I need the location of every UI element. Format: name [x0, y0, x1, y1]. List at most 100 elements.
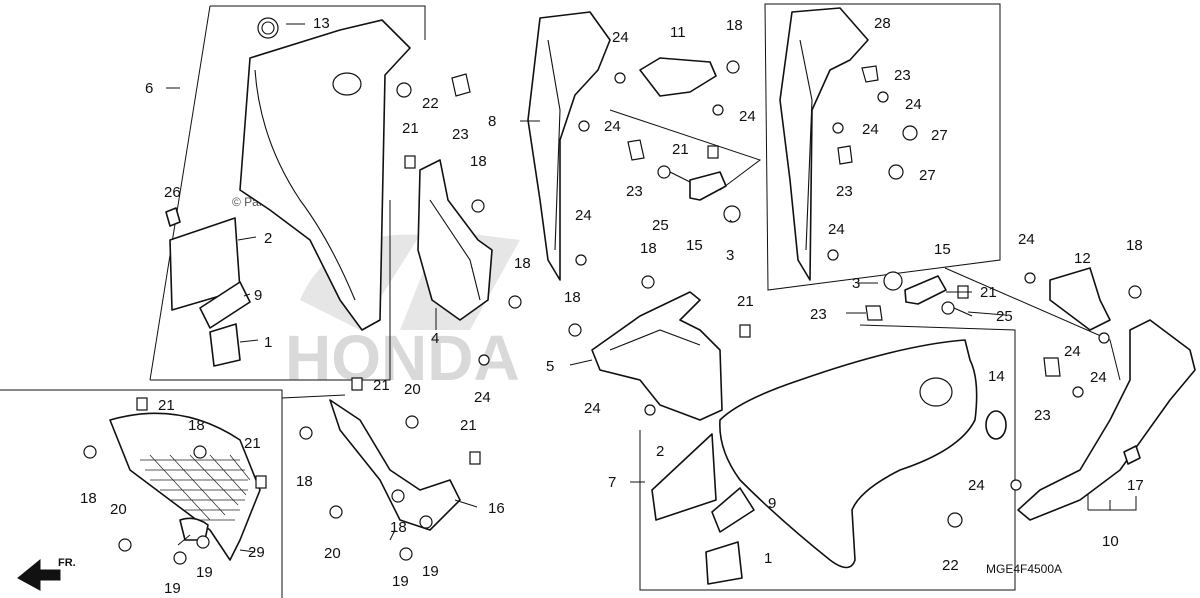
right-strip-edge — [799, 39, 813, 251]
inner-strip-edge — [547, 39, 561, 251]
bracket-15 — [689, 171, 947, 305]
callout-24: 24 — [612, 29, 629, 46]
clip-23 — [451, 65, 1061, 377]
callout-21: 21 — [460, 417, 477, 434]
callout-18: 18 — [470, 153, 487, 170]
grille-29 — [109, 412, 261, 561]
callout-14: 14 — [988, 368, 1005, 385]
trim-10 — [1017, 319, 1196, 521]
bracket-15-lower — [904, 275, 947, 305]
fasteners — [83, 60, 1142, 565]
callout-24: 24 — [905, 96, 922, 113]
callout-18: 18 — [80, 490, 97, 507]
pad-26 — [165, 207, 181, 227]
pad-2-right — [651, 433, 717, 521]
callout-1: 1 — [764, 550, 772, 567]
callout-23: 23 — [836, 183, 853, 200]
group-box-right-inner — [764, 3, 1001, 291]
fr-arrow-icon — [17, 558, 61, 591]
bracket-12-body — [1049, 267, 1111, 331]
center-bracket-body — [417, 159, 493, 321]
callout-12: 12 — [1074, 250, 1091, 267]
inner-cowl-hole — [332, 72, 362, 96]
callout-18: 18 — [640, 240, 657, 257]
callout-16: 16 — [488, 500, 505, 517]
bolt-22 — [396, 82, 963, 528]
pad-9-right — [711, 487, 755, 533]
center-bracket-rib — [429, 199, 481, 301]
callout-3: 3 — [852, 275, 860, 292]
callout-3: 3 — [726, 247, 734, 264]
callout-24: 24 — [862, 121, 879, 138]
seal-13-inner — [261, 21, 275, 35]
callout-20: 20 — [110, 501, 127, 518]
callout-4: 4 — [431, 330, 439, 347]
callout-24: 24 — [1090, 369, 1107, 386]
lower-inner-16 — [329, 399, 461, 531]
inner-strip-body — [527, 11, 611, 281]
callout-24: 24 — [828, 221, 845, 238]
callout-24: 24 — [474, 389, 491, 406]
callout-19: 19 — [392, 573, 409, 590]
group-box-inner-cowl — [149, 5, 426, 381]
inner-cowl-panel — [239, 17, 411, 331]
pads-left — [165, 207, 251, 367]
callout-8: 8 — [488, 113, 496, 130]
pad-1-left — [209, 323, 241, 367]
callout-21: 21 — [737, 293, 754, 310]
callout-23: 23 — [1034, 407, 1051, 424]
side-cover-emblem-hole — [919, 377, 953, 407]
callout-22: 22 — [942, 557, 959, 574]
callout-18: 18 — [1126, 237, 1143, 254]
inner-cowl-body — [239, 19, 411, 331]
grommet-14 — [985, 410, 1007, 440]
callout-23: 23 — [626, 183, 643, 200]
callout-19: 19 — [164, 580, 181, 597]
group-box-trim — [944, 267, 1121, 381]
lower-inner-body — [329, 399, 461, 531]
callout-25: 25 — [652, 217, 669, 234]
callout-21: 21 — [672, 141, 689, 158]
callout-26: 26 — [164, 184, 181, 201]
callout-24: 24 — [739, 108, 756, 125]
bolt-18 — [83, 60, 1142, 503]
side-piece-rib — [609, 329, 701, 351]
callout-24: 24 — [575, 207, 592, 224]
callout-18: 18 — [296, 473, 313, 490]
collar-3 — [723, 205, 903, 291]
callout-21: 21 — [980, 284, 997, 301]
callout-18: 18 — [726, 17, 743, 34]
callout-25: 25 — [996, 308, 1013, 325]
side-piece-body — [591, 291, 723, 421]
callout-21: 21 — [244, 435, 261, 452]
callout-21: 21 — [158, 397, 175, 414]
callout-22: 22 — [422, 95, 439, 112]
center-bracket-4 — [417, 159, 493, 321]
callout-18: 18 — [390, 519, 407, 536]
callout-29: 29 — [248, 544, 265, 561]
callout-19: 19 — [196, 564, 213, 581]
callout-27: 27 — [931, 127, 948, 144]
callout-24: 24 — [1018, 231, 1035, 248]
callout-7: 7 — [608, 474, 616, 491]
callout-10: 10 — [1102, 533, 1119, 550]
right-strip-28 — [779, 7, 869, 281]
inner-cowl-edge — [254, 69, 356, 301]
callout-19: 19 — [422, 563, 439, 580]
side-piece-5 — [591, 291, 723, 421]
callout-1: 1 — [264, 334, 272, 351]
callout-9: 9 — [768, 495, 776, 512]
screw-24 — [478, 72, 1110, 491]
group-box-side-cover — [639, 324, 1016, 591]
group-box-bracket — [609, 109, 762, 191]
bracket-12 — [1049, 267, 1111, 331]
bolt-19 — [173, 515, 433, 565]
callout-15: 15 — [686, 237, 703, 254]
callout-20: 20 — [324, 545, 341, 562]
callout-27: 27 — [919, 167, 936, 184]
callouts: 13 6 22 21 23 26 2 9 1 18 4 18 24 8 24 2… — [80, 15, 1144, 597]
fr-label: FR. — [58, 557, 76, 569]
group-box-lower-inner — [281, 394, 346, 598]
callout-23: 23 — [894, 67, 911, 84]
trim-10-body — [1017, 319, 1196, 521]
